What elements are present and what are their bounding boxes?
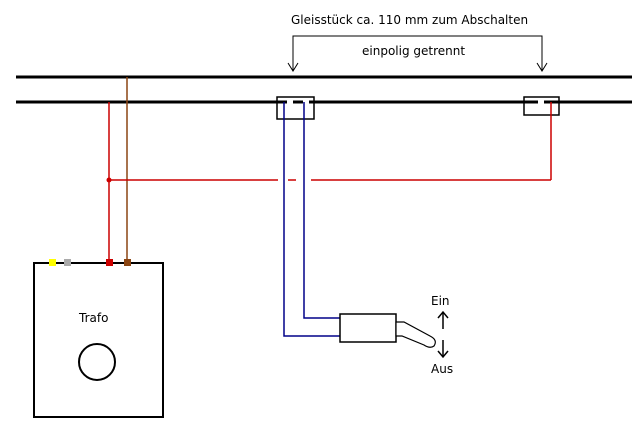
terminal-red (106, 259, 113, 266)
section-bracket (292, 35, 543, 70)
bracket-arrow-right (536, 62, 548, 72)
off-arrow-icon (437, 350, 449, 359)
section-title: Gleisstück ca. 110 mm zum Abschalten (291, 13, 528, 27)
terminal-gray (64, 259, 71, 266)
bracket-arrow-left (287, 62, 299, 72)
rail-joint-right (523, 96, 560, 116)
switch-lever[interactable] (395, 321, 436, 348)
separation-note: einpolig getrennt (362, 44, 465, 58)
on-arrow-icon (437, 310, 449, 319)
terminal-brown (124, 259, 131, 266)
transformer-label: Trafo (78, 311, 108, 325)
switch-wire-outer (283, 102, 341, 337)
transformer-box (33, 262, 164, 418)
terminal-yellow (49, 259, 56, 266)
switch-off-label: Aus (431, 362, 453, 376)
transformer-knob[interactable] (78, 343, 116, 381)
switch-body[interactable] (339, 313, 397, 343)
switch-wire-inner (303, 102, 341, 319)
rail-joint-left (276, 96, 315, 120)
switch-on-label: Ein (431, 294, 450, 308)
